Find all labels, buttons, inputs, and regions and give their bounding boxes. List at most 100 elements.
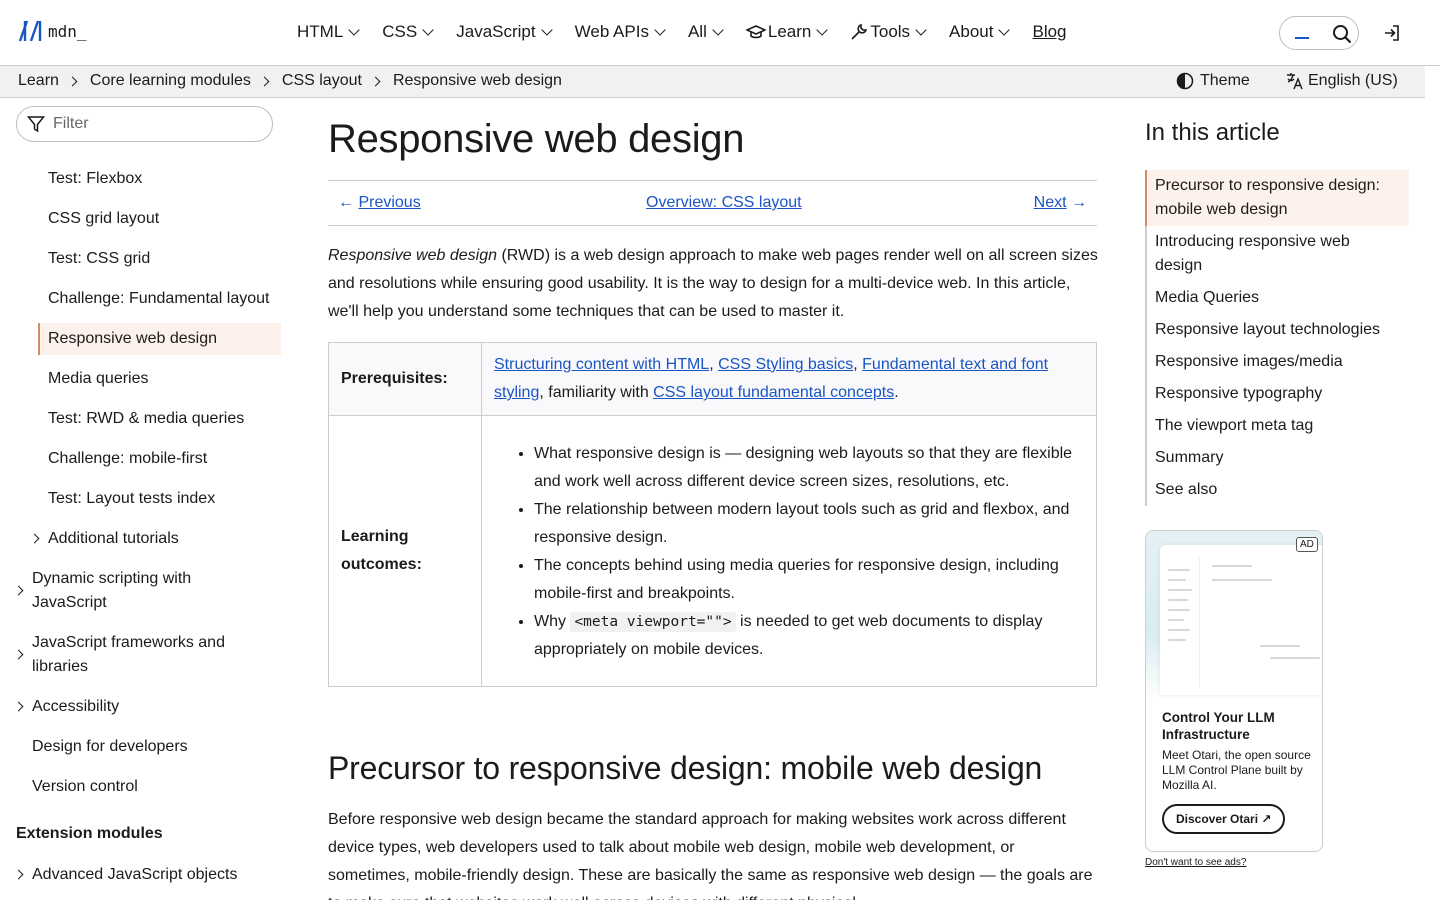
- main-menu: HTML CSS JavaScript Web APIs All Learn T…: [297, 22, 1091, 42]
- breadcrumb-current[interactable]: Responsive web design: [392, 72, 562, 89]
- toc-item-media-queries[interactable]: Media Queries: [1155, 289, 1260, 306]
- menu-label: About: [949, 22, 994, 41]
- next-label[interactable]: Next: [1033, 194, 1067, 211]
- toc-item-precursor[interactable]: Precursor to responsive design: mobile w…: [1145, 170, 1409, 226]
- ad-line: [1168, 619, 1184, 621]
- prereq-link-text-styling[interactable]: Fundamental text and font styling: [494, 356, 1049, 401]
- sidebar-item-challenge-mobile-first[interactable]: Challenge: mobile-first: [48, 450, 208, 467]
- chevron-down-icon: [712, 24, 724, 36]
- menu-label: Tools: [870, 22, 911, 41]
- sidebar-item-test-rwd[interactable]: Test: RWD & media queries: [48, 410, 245, 427]
- ad-line: [1168, 599, 1188, 601]
- arrow-left-icon: ←: [338, 194, 354, 211]
- breadcrumb-core-modules[interactable]: Core learning modules: [89, 72, 251, 89]
- outcome-item: The relationship between modern layout t…: [534, 496, 1084, 552]
- prereq-familiarity: , familiarity with: [539, 384, 654, 401]
- chevron-down-icon: [348, 24, 360, 36]
- menu-css[interactable]: CSS: [382, 22, 434, 42]
- sidebar-group-dynamic-scripting[interactable]: Dynamic scripting with JavaScript: [32, 570, 192, 611]
- toc-item-see-also[interactable]: See also: [1155, 481, 1218, 498]
- sidebar-item-test-layout-index[interactable]: Test: Layout tests index: [48, 490, 216, 507]
- toc-item-images[interactable]: Responsive images/media: [1155, 353, 1343, 370]
- search-icon: [1333, 25, 1352, 44]
- sidebar-group-advanced-js-objects[interactable]: Advanced JavaScript objects: [32, 866, 238, 883]
- login-icon[interactable]: [1383, 24, 1401, 42]
- ad-line: [1260, 645, 1300, 647]
- sidebar-item-responsive-web-design[interactable]: Responsive web design: [48, 330, 217, 347]
- section-heading: Precursor to responsive design: mobile w…: [328, 750, 1043, 786]
- ad-line: [1270, 657, 1320, 659]
- next-link[interactable]: Next →: [1034, 194, 1087, 212]
- menu-about[interactable]: About: [949, 22, 1011, 42]
- ad-badge: AD: [1296, 537, 1318, 552]
- toc-item-viewport[interactable]: The viewport meta tag: [1155, 417, 1314, 434]
- chevron-right-icon[interactable]: [13, 649, 24, 660]
- prereq-separator: ,: [709, 356, 719, 373]
- menu-blog[interactable]: Blog: [1032, 22, 1067, 41]
- ad-cta-button[interactable]: Discover Otari ↗: [1162, 804, 1286, 834]
- breadcrumb-learn[interactable]: Learn: [18, 72, 59, 89]
- theme-button[interactable]: Theme: [1176, 72, 1250, 90]
- intro-emphasis: Responsive web design: [328, 247, 497, 264]
- toc-item-typography[interactable]: Responsive typography: [1155, 385, 1323, 402]
- sidebar-group-additional-tutorials[interactable]: Additional tutorials: [48, 530, 179, 547]
- mdn-logo[interactable]: mdn_: [18, 20, 87, 42]
- ad-image: AD: [1146, 531, 1322, 701]
- menu-web-apis[interactable]: Web APIs: [575, 22, 666, 42]
- sidebar-item-test-css-grid[interactable]: Test: CSS grid: [48, 250, 151, 267]
- external-link-icon: ↗: [1261, 812, 1272, 826]
- sidebar-item-design-for-developers[interactable]: Design for developers: [32, 738, 188, 755]
- chevron-right-icon: [67, 76, 78, 86]
- outcome-item: What responsive design is — designing we…: [534, 440, 1084, 496]
- ad-line: [1168, 609, 1190, 611]
- toc-item-introducing[interactable]: Introducing responsive web design: [1155, 233, 1350, 274]
- toc-item-summary[interactable]: Summary: [1155, 449, 1224, 466]
- outcomes-list: What responsive design is — designing we…: [522, 440, 1084, 664]
- outcomes-value: What responsive design is — designing we…: [481, 415, 1097, 687]
- menu-all[interactable]: All: [688, 22, 724, 42]
- sidebar-item-test-flexbox[interactable]: Test: Flexbox: [48, 170, 143, 187]
- chevron-right-icon[interactable]: [13, 701, 24, 712]
- previous-link[interactable]: ← Previous: [338, 194, 421, 212]
- chevron-right-icon[interactable]: [13, 869, 24, 880]
- chevron-right-icon[interactable]: [13, 585, 24, 596]
- chevron-right-icon[interactable]: [29, 533, 40, 544]
- ad-line: [1168, 579, 1186, 581]
- sidebar-item-css-grid[interactable]: CSS grid layout: [48, 210, 160, 227]
- menu-tools[interactable]: Tools: [850, 22, 927, 42]
- prereq-link-layout-concepts[interactable]: CSS layout fundamental concepts: [653, 384, 895, 401]
- sidebar-group-accessibility[interactable]: Accessibility: [32, 698, 120, 715]
- graduation-cap-icon: [745, 25, 766, 39]
- toc-item-layout-tech[interactable]: Responsive layout technologies: [1155, 321, 1381, 338]
- menu-html[interactable]: HTML: [297, 22, 360, 42]
- sidebar-item-media-queries[interactable]: Media queries: [48, 370, 149, 387]
- menu-label: JavaScript: [456, 22, 536, 41]
- ad-line: [1168, 569, 1190, 571]
- chevron-down-icon: [540, 24, 553, 36]
- previous-label[interactable]: Previous: [358, 194, 421, 211]
- chevron-down-icon: [998, 24, 1011, 36]
- chevron-down-icon: [816, 24, 829, 36]
- sidebar-group-js-frameworks[interactable]: JavaScript frameworks and libraries: [32, 634, 225, 675]
- prereq-link-html[interactable]: Structuring content with HTML: [494, 356, 710, 373]
- breadcrumb: Learn Core learning modules CSS layout R…: [18, 72, 562, 90]
- menu-learn[interactable]: Learn: [745, 22, 829, 42]
- menu-javascript[interactable]: JavaScript: [456, 22, 553, 42]
- prereq-link-css-basics[interactable]: CSS Styling basics: [718, 356, 854, 373]
- intro-paragraph: Responsive web design (RWD) is a web des…: [328, 242, 1098, 326]
- language-button[interactable]: English (US): [1286, 72, 1398, 90]
- search-button[interactable]: [1279, 16, 1359, 50]
- ad-line: [1168, 629, 1190, 631]
- toc-list: Precursor to responsive design: mobile w…: [1145, 170, 1409, 506]
- filter-input[interactable]: Filter: [16, 106, 273, 142]
- advertisement[interactable]: AD Control Your LLM Infrastructure Meet …: [1145, 530, 1323, 852]
- translate-icon: [1287, 73, 1303, 90]
- ad-line: [1212, 565, 1252, 567]
- prerequisites-label: Prerequisites:: [328, 342, 482, 416]
- sidebar-item-challenge-fundamental[interactable]: Challenge: Fundamental layout: [48, 290, 270, 307]
- breadcrumb-css-layout[interactable]: CSS layout: [281, 72, 362, 89]
- sidebar-heading-extension-modules: Extension modules: [16, 825, 163, 842]
- no-ads-link[interactable]: Don't want to see ads?: [1145, 857, 1247, 868]
- overview-link[interactable]: Overview: CSS layout: [646, 194, 802, 211]
- sidebar-item-version-control[interactable]: Version control: [32, 778, 138, 795]
